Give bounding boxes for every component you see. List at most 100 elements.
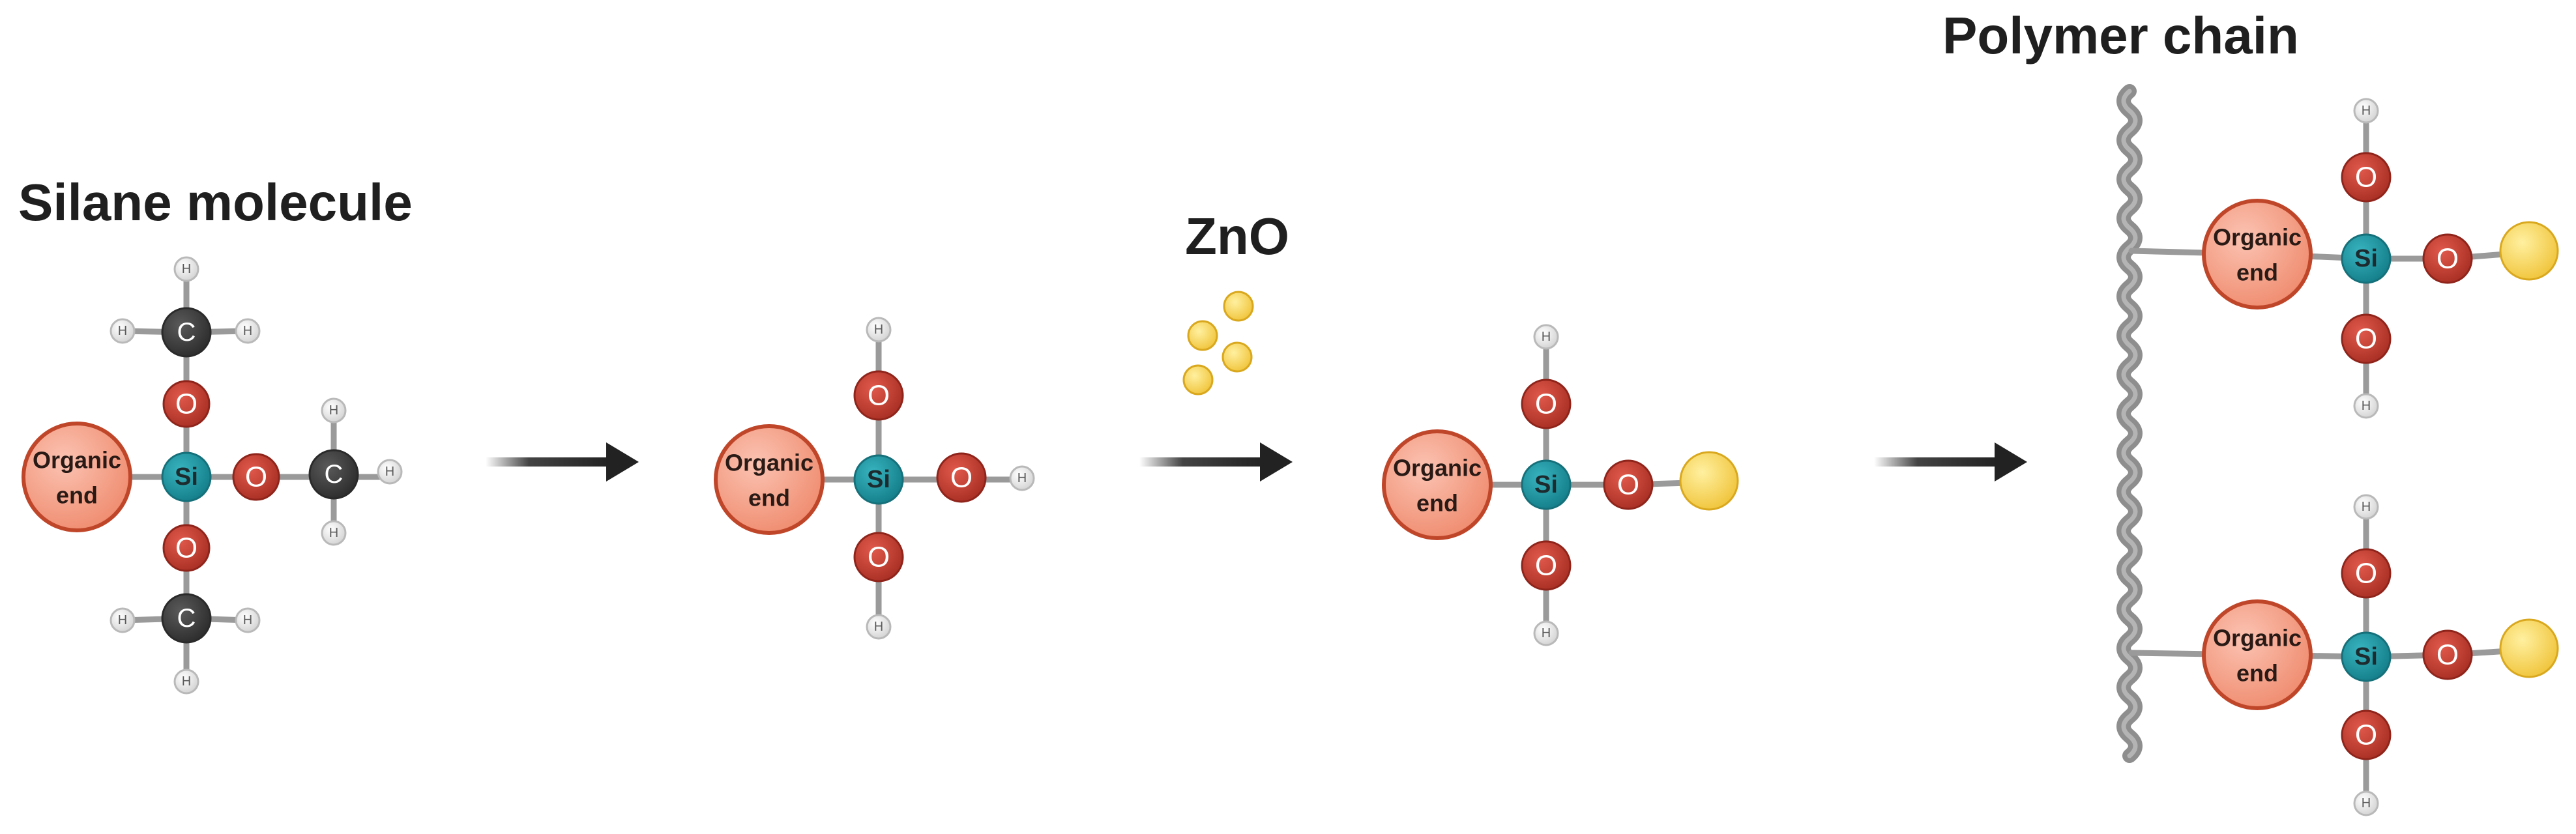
svg-text:O: O (2437, 243, 2459, 275)
silicon-atom: Si (2341, 233, 2392, 284)
zno-particle (2499, 221, 2559, 281)
hydrogen-atom: H (2353, 98, 2379, 124)
organic-end-atom: Organic end (714, 424, 825, 535)
oxygen-atom: O (162, 380, 211, 428)
zno-particles (1182, 291, 1254, 395)
svg-text:O: O (868, 541, 890, 573)
svg-text:C: C (325, 460, 344, 489)
hydrogen-atom: H (866, 317, 892, 343)
silane-molecule: Organic end Si O C H H H O (22, 256, 403, 695)
silicon-atom: Si (1521, 459, 1572, 510)
hydrogen-atom: H (1009, 465, 1035, 491)
right-arrow-icon (1139, 442, 1293, 482)
oxygen-atom: O (2422, 233, 2473, 284)
organic-end-atom: Organic end (22, 422, 132, 532)
organic-end-atom: Organic end (1382, 429, 1493, 540)
polymer-title: Polymer chain (1942, 7, 2299, 65)
hydrogen-atom: H (1533, 620, 1559, 646)
svg-text:Si: Si (175, 463, 198, 491)
oxygen-atom: O (232, 453, 280, 501)
oxygen-atom: O (162, 524, 211, 572)
svg-text:O: O (175, 388, 198, 420)
hydrogen-atom: H (1533, 324, 1559, 350)
organic-end-atom: Organic end (2202, 199, 2313, 309)
polymer-chain (2116, 84, 2143, 763)
carbon-atom: C (161, 307, 212, 358)
hydrogen-atom: H (173, 669, 199, 695)
silicon-atom: Si (2341, 631, 2392, 682)
svg-text:C: C (177, 604, 196, 633)
zno-particle (1679, 451, 1739, 511)
svg-text:O: O (2355, 719, 2377, 751)
right-arrow-icon (486, 442, 639, 482)
svg-text:end: end (1416, 490, 1458, 517)
oxygen-atom: O (2422, 629, 2473, 680)
oxygen-atom: O (2341, 313, 2392, 364)
grafted-molecule-bottom: Organic end Si O O H O H (2128, 494, 2559, 816)
svg-text:H: H (385, 465, 394, 479)
svg-text:Organic: Organic (2213, 224, 2302, 251)
svg-text:end: end (748, 485, 790, 511)
silane-zno-molecule: Organic end Si O O H O H (1382, 324, 1739, 646)
svg-text:H: H (874, 323, 883, 337)
svg-text:O: O (175, 532, 198, 564)
svg-text:end: end (2236, 660, 2278, 687)
hydrogen-atom: H (235, 318, 261, 344)
svg-text:H: H (2362, 500, 2371, 514)
svg-text:O: O (2437, 639, 2459, 671)
svg-text:H: H (243, 613, 252, 627)
svg-text:H: H (2362, 399, 2371, 413)
svg-text:H: H (874, 620, 883, 634)
svg-text:H: H (118, 613, 127, 627)
svg-text:O: O (868, 380, 890, 412)
svg-text:C: C (177, 318, 196, 347)
svg-text:O: O (1535, 550, 1557, 582)
hydrogen-atom: H (866, 614, 892, 640)
zno-title: ZnO (1185, 207, 1289, 265)
svg-text:Organic: Organic (1393, 455, 1482, 482)
svg-text:Organic: Organic (725, 450, 813, 476)
oxygen-atom: O (853, 370, 904, 421)
svg-text:O: O (950, 462, 973, 494)
svg-text:Organic: Organic (2213, 625, 2302, 652)
svg-text:H: H (182, 674, 191, 689)
svg-text:end: end (56, 482, 98, 509)
grafted-molecule-top: Organic end Si O O H O H (2128, 98, 2559, 419)
carbon-atom: C (161, 593, 212, 644)
svg-text:Organic: Organic (33, 447, 121, 474)
oxygen-atom: O (853, 532, 904, 582)
svg-text:H: H (1017, 471, 1027, 485)
organic-end-atom: Organic end (2202, 599, 2313, 710)
svg-text:Si: Si (867, 466, 890, 493)
svg-text:O: O (2355, 162, 2377, 194)
hydrogen-atom: H (235, 607, 261, 633)
svg-text:Si: Si (2354, 245, 2378, 272)
oxygen-atom: O (2341, 548, 2392, 599)
svg-text:H: H (243, 324, 252, 338)
hydrogen-atom: H (110, 607, 136, 633)
svg-text:H: H (118, 324, 127, 338)
oxygen-atom: O (936, 452, 987, 503)
silanol-molecule: Organic end Si O H O H O H (714, 317, 1035, 640)
svg-text:H: H (182, 262, 191, 276)
hydrogen-atom: H (2353, 494, 2379, 520)
svg-text:H: H (2362, 104, 2371, 118)
oxygen-atom: O (1521, 540, 1572, 591)
svg-text:end: end (2236, 259, 2278, 286)
svg-text:H: H (329, 526, 338, 540)
svg-text:O: O (2355, 558, 2377, 590)
hydrogen-atom: H (2353, 790, 2379, 816)
oxygen-atom: O (2341, 710, 2392, 760)
oxygen-atom: O (1521, 379, 1572, 429)
carbon-atom: C (308, 449, 359, 500)
oxygen-atom: O (2341, 152, 2392, 203)
svg-text:O: O (245, 461, 267, 493)
svg-text:Si: Si (2354, 643, 2378, 670)
svg-text:H: H (1542, 330, 1551, 344)
svg-text:O: O (1535, 388, 1557, 420)
svg-text:Si: Si (1534, 471, 1558, 498)
right-arrow-icon (1874, 442, 2027, 482)
hydrogen-atom: H (321, 520, 347, 546)
svg-text:O: O (2355, 323, 2377, 355)
